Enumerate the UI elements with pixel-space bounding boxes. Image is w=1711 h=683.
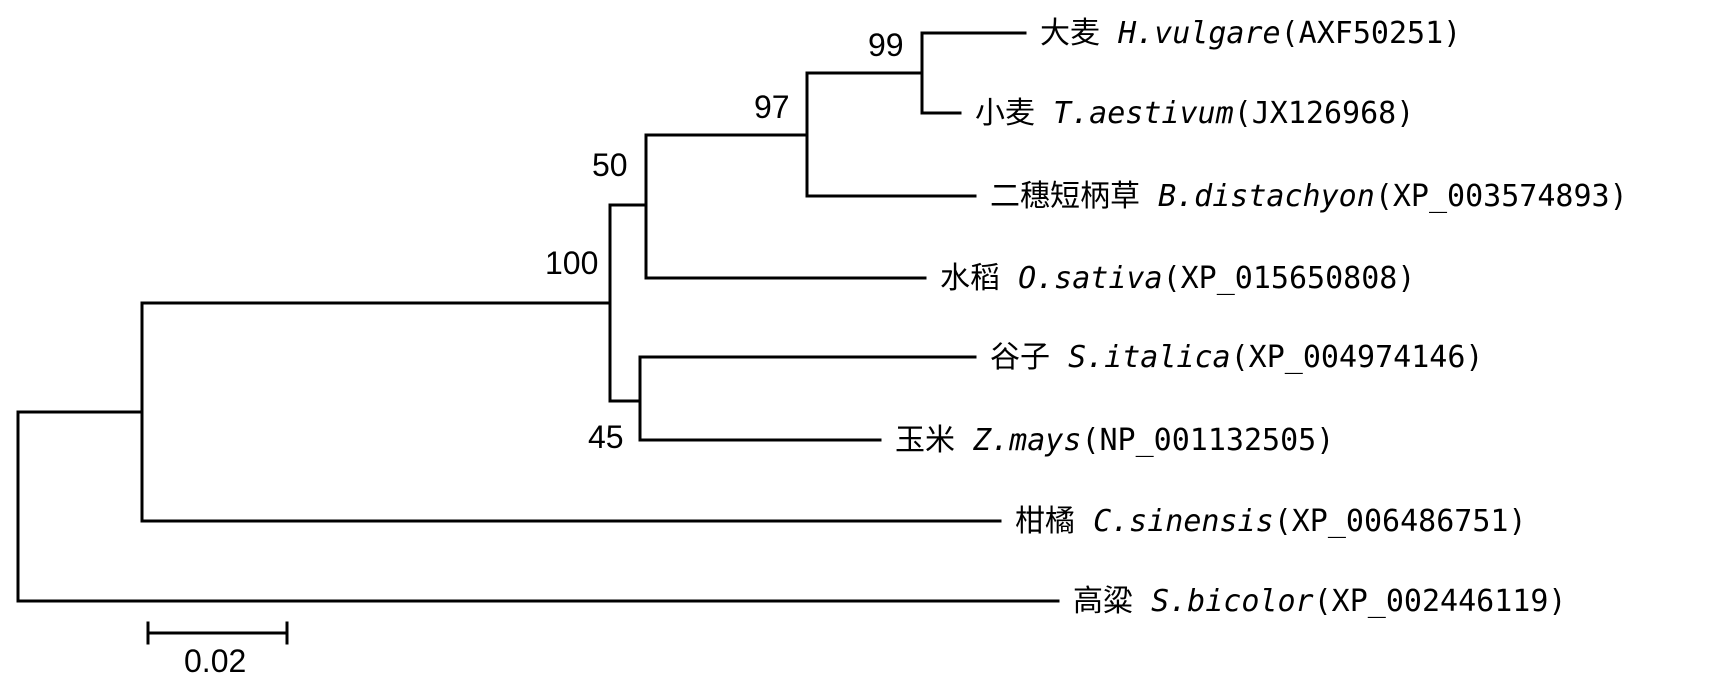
taxon-accession: (XP_006486751) xyxy=(1274,504,1527,539)
taxon-label-hvulgare: 大麦 H.vulgare(AXF50251) xyxy=(1040,16,1461,51)
taxon-label-sbicolor: 高粱 S.bicolor(XP_002446119) xyxy=(1073,584,1567,619)
taxon-label-csinensis: 柑橘 C.sinensis(XP_006486751) xyxy=(1015,504,1527,539)
taxon-cn: 玉米 xyxy=(895,423,955,458)
taxon-species: H.vulgare xyxy=(1117,16,1281,51)
taxon-species: C.sinensis xyxy=(1093,504,1274,539)
taxon-cn: 大麦 xyxy=(1040,16,1100,51)
taxon-species: O.sativa xyxy=(1018,261,1163,296)
taxon-cn: 谷子 xyxy=(990,340,1050,375)
support-barley-wheat: 99 xyxy=(868,27,904,63)
taxon-species: T.aestivum xyxy=(1053,96,1234,131)
taxon-species: S.italica xyxy=(1068,340,1231,375)
taxon-species: B.distachyon xyxy=(1158,179,1375,214)
taxon-label-zmays: 玉米 Z.mays(NP_001132505) xyxy=(895,423,1334,458)
taxon-label-osativa: 水稻 O.sativa(XP_015650808) xyxy=(940,261,1415,296)
taxon-cn: 水稻 xyxy=(940,261,1000,296)
taxon-accession: (JX126968) xyxy=(1234,96,1415,131)
support-grasses: 100 xyxy=(545,245,598,281)
taxon-cn: 小麦 xyxy=(975,96,1035,131)
taxon-label-sitalica: 谷子 S.italica(XP_004974146) xyxy=(990,340,1484,375)
support-triticeae-brachypodium: 97 xyxy=(754,89,790,125)
taxon-accession: (NP_001132505) xyxy=(1081,423,1334,458)
taxon-accession: (XP_015650808) xyxy=(1163,261,1416,296)
support-bep: 50 xyxy=(592,147,628,183)
taxon-cn: 高粱 xyxy=(1073,584,1133,619)
taxon-cn: 二穗短柄草 xyxy=(990,179,1140,214)
support-setaria-maize: 45 xyxy=(588,419,624,455)
taxon-accession: (XP_003574893) xyxy=(1375,179,1628,214)
taxon-species: S.bicolor xyxy=(1151,584,1314,619)
taxon-accession: (XP_002446119) xyxy=(1314,584,1567,619)
taxon-accession: (XP_004974146) xyxy=(1231,340,1484,375)
scale-bar-label: 0.02 xyxy=(184,643,246,679)
taxon-cn: 柑橘 xyxy=(1015,504,1075,539)
scale-bar: 0.02 xyxy=(146,621,289,679)
taxon-label-taestivum: 小麦 T.aestivum(JX126968) xyxy=(975,96,1414,131)
taxon-label-bdistachyon: 二穗短柄草 B.distachyon(XP_003574893) xyxy=(990,179,1628,214)
taxon-accession: (AXF50251) xyxy=(1281,16,1462,51)
taxon-species: Z.mays xyxy=(972,423,1081,458)
